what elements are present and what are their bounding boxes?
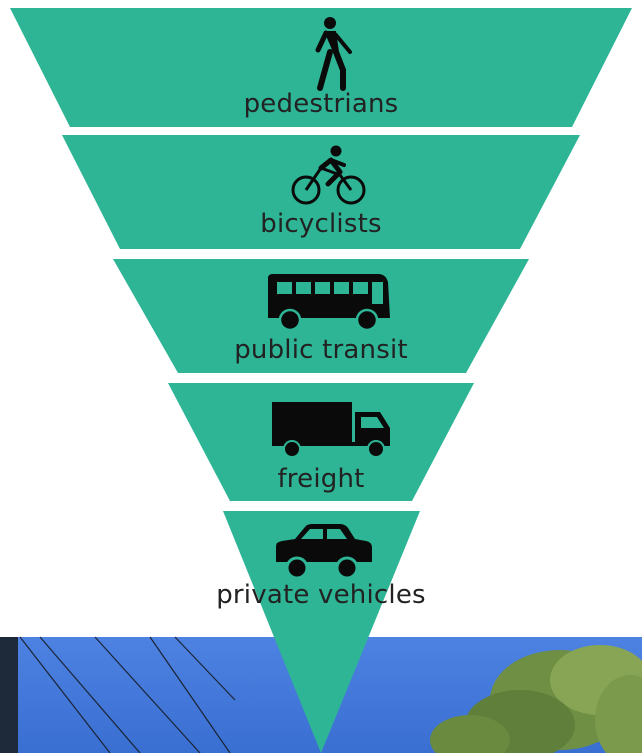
tier-label-private-vehicles: private vehicles: [216, 580, 426, 610]
power-lines: [19, 636, 236, 753]
truck-icon: [272, 402, 390, 458]
tier-pedestrians: [10, 8, 632, 127]
pedestrian-icon: [315, 17, 352, 91]
tier-label-bicyclists: bicyclists: [260, 209, 382, 239]
tier-label-public-transit: public transit: [234, 335, 408, 365]
building-edge: [0, 637, 18, 753]
tier-label-freight: freight: [277, 464, 365, 494]
car-icon: [276, 524, 372, 580]
tier-bicyclists: [62, 135, 580, 249]
bus-icon: [268, 274, 390, 332]
tier-label-pedestrians: pedestrians: [243, 89, 399, 119]
tree-canopy: [430, 645, 642, 753]
bicycle-icon: [291, 145, 366, 205]
tier-private-vehicles: [223, 511, 420, 753]
